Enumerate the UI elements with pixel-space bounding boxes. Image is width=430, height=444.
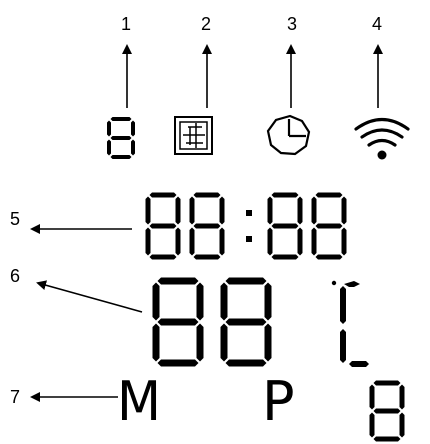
segment-a [225,277,267,285]
callout-1: 1 [121,14,131,34]
segment-b [219,196,225,225]
time-digit-2: 8 [189,192,225,260]
segment-b [175,196,181,225]
segment-d [110,155,132,159]
segment-d [193,254,221,260]
mode-letter-p: P [262,370,295,433]
timer-clock-icon [266,114,311,156]
temp-digit-2: 8 [220,277,272,367]
segment-a [373,380,401,386]
callout-5: 5 [10,209,20,229]
callout-6: 6 [10,266,20,286]
segment-e [145,227,151,256]
segment-c [131,139,135,156]
time-digit-4: 8 [311,192,347,260]
segment-g [193,223,221,229]
segment-g [157,318,199,326]
segment-g [225,318,267,326]
segment-b [297,196,303,225]
segment-g [271,223,299,229]
segment-b [264,282,272,321]
segment-d [373,436,401,442]
time-digit-1: 8 [145,192,181,260]
temp-digit-1: 8 [152,277,204,367]
segment-b [131,120,135,137]
segment-b [341,196,347,225]
callout-4: 4 [372,14,382,34]
segment-d [271,254,299,260]
segment-e [311,227,317,256]
segment-a [193,192,221,198]
mode-digit-display: 8 [107,117,135,159]
segment-c [264,323,272,362]
segment-f [189,196,195,225]
segment-b [399,384,405,410]
time-digit-3: 8 [267,192,303,260]
temperature-unit: °C [331,280,369,367]
window-icon [174,116,213,155]
segment-f [152,282,160,321]
segment-d [315,254,343,260]
mode-digit: 8 [107,117,135,159]
segment-e [152,323,160,362]
mode-letter-m: M [117,370,161,433]
segment-a [149,192,177,198]
arrow-6 [36,280,143,313]
temperature-display: 88 [152,277,272,367]
segment-f [220,282,228,321]
segment-g [149,223,177,229]
segment-f [145,196,151,225]
bottom-right-digit: 8 [369,380,405,442]
segment-d [157,359,199,367]
segment-c [341,227,347,256]
segment-f [311,196,317,225]
segment-g [373,408,401,414]
segment-a [110,117,132,121]
callout-7: 7 [10,387,20,407]
segment-d [225,359,267,367]
segment-g [110,136,132,140]
segment-c [219,227,225,256]
segment-f [369,384,375,410]
segment-e [107,139,111,156]
segment-e [267,227,273,256]
segment-c [196,323,204,362]
segment-d [149,254,177,260]
segment-e [189,227,195,256]
segment-c [399,412,405,438]
wifi-icon [354,117,410,160]
bottom-right-digit-display: 8 [369,380,405,442]
segment-c [297,227,303,256]
segment-e [369,412,375,438]
time-display: 8888 [145,192,347,260]
segment-a [157,277,199,285]
time-separator: : [246,210,252,242]
segment-g [315,223,343,229]
callout-2: 2 [201,14,211,34]
segment-b [196,282,204,321]
segment-c [175,227,181,256]
callout-3: 3 [287,14,297,34]
segment-f [267,196,273,225]
segment-f [107,120,111,137]
segment-a [315,192,343,198]
segment-e [220,323,228,362]
segment-a [271,192,299,198]
